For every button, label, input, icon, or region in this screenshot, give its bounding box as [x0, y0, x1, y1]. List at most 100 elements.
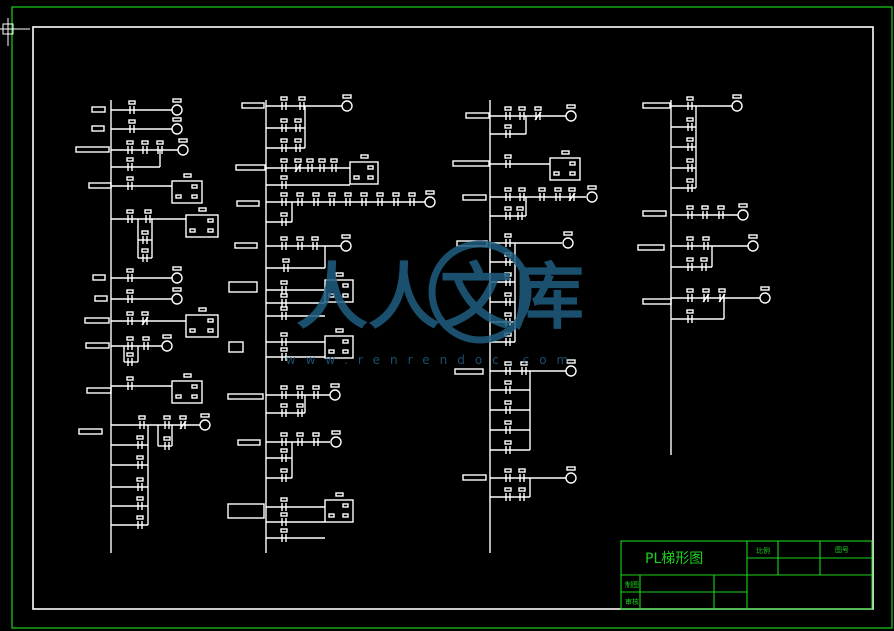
inner-frame	[32, 26, 874, 610]
coil-icon	[161, 340, 173, 352]
scale-label: 比例	[756, 546, 770, 555]
function-block	[324, 279, 354, 303]
contact-label-box	[518, 187, 526, 192]
contact-label-box	[408, 192, 416, 197]
contact-label-box	[504, 440, 512, 445]
address-tag	[91, 106, 106, 113]
crosshair-cursor-icon	[0, 18, 30, 46]
contact-label-box	[504, 400, 512, 405]
contact-label-box	[504, 154, 512, 159]
contact-nc-slash	[718, 293, 726, 303]
contact-label-box	[296, 236, 304, 241]
coil-label-box	[738, 203, 748, 208]
block-label-box	[561, 150, 570, 155]
address-tag	[642, 210, 667, 217]
contact-label-box	[686, 96, 694, 101]
contact-label-box	[126, 268, 134, 273]
block-pin	[553, 171, 560, 176]
contact-label-box	[312, 192, 320, 197]
coil-icon	[329, 389, 341, 401]
address-tag	[88, 182, 112, 189]
coil-icon	[586, 191, 598, 203]
coil-label-box	[566, 359, 576, 364]
contact-label-box	[554, 187, 562, 192]
number-label: 图号	[835, 546, 849, 554]
block-pin	[175, 194, 182, 199]
contact-label-box	[179, 415, 187, 420]
block-pin	[207, 328, 214, 333]
contact-label-box	[504, 233, 512, 238]
contact-label-box	[280, 497, 288, 502]
coil-icon	[747, 240, 759, 252]
address-tag	[642, 102, 671, 109]
contact-label-box	[686, 158, 694, 163]
address-tag	[462, 474, 487, 481]
address-tag	[84, 317, 110, 324]
coil-label-box	[200, 413, 210, 418]
contact-label-box	[280, 280, 288, 285]
contact-label-box	[294, 158, 302, 163]
address-tag	[637, 244, 665, 251]
address-tag	[454, 368, 484, 375]
contact-label-box	[700, 257, 708, 262]
coil-label-box	[342, 94, 352, 99]
outer-frame	[11, 6, 893, 629]
coil-icon	[177, 144, 189, 156]
coil-label-box	[566, 104, 576, 109]
block-pin	[328, 513, 335, 518]
contact-label-box	[136, 477, 144, 482]
coil-icon	[199, 419, 211, 431]
coil-icon	[565, 472, 577, 484]
address-tag	[228, 341, 244, 353]
contact-label-box	[376, 192, 384, 197]
function-block	[324, 499, 354, 523]
address-tag	[91, 125, 105, 132]
address-tag	[78, 428, 103, 435]
contact-label-box	[360, 192, 368, 197]
coil-label-box	[566, 466, 576, 471]
contact-label-box	[538, 187, 546, 192]
block-pin	[342, 503, 349, 508]
block-pin	[191, 384, 198, 389]
block-pin	[328, 293, 335, 298]
coil-icon	[424, 196, 436, 208]
coil-label-box	[732, 94, 742, 99]
contact-label-box	[516, 206, 524, 211]
block-label-box	[335, 492, 344, 497]
block-pin	[189, 228, 196, 233]
contact-label-box	[518, 468, 526, 473]
contact-label-box	[280, 138, 288, 143]
address-tag	[228, 281, 258, 293]
contact-label-box	[126, 140, 134, 145]
address-tag	[465, 112, 490, 119]
address-tag	[235, 164, 266, 171]
contact-label-box	[126, 157, 134, 162]
coil-icon	[171, 293, 183, 305]
contact-label-box	[504, 420, 512, 425]
watermark: 人人文库 www.renrendoc.com	[286, 240, 584, 367]
function-block	[349, 161, 379, 185]
contact-label-box	[280, 175, 288, 180]
coil-label-box	[748, 234, 758, 239]
block-pin	[342, 283, 349, 288]
block-pin	[569, 161, 576, 166]
block-pin	[342, 293, 349, 298]
contact-label-box	[312, 432, 320, 437]
contact-label-box	[280, 293, 288, 298]
contact-label-box	[141, 230, 149, 235]
contact-label-box	[141, 311, 149, 316]
contact-label-box	[280, 212, 288, 217]
block-pin	[367, 165, 374, 170]
contact-label-box	[296, 385, 304, 390]
contact-label-box	[144, 209, 152, 214]
drawn-label: 制图	[625, 580, 639, 589]
contact-label-box	[126, 376, 134, 381]
function-block	[549, 157, 581, 181]
title-block	[620, 540, 873, 610]
address-tag	[75, 146, 110, 153]
block-pin	[569, 171, 576, 176]
coil-icon	[731, 100, 743, 112]
contact-label-box	[504, 206, 512, 211]
block-label-box	[335, 272, 344, 277]
